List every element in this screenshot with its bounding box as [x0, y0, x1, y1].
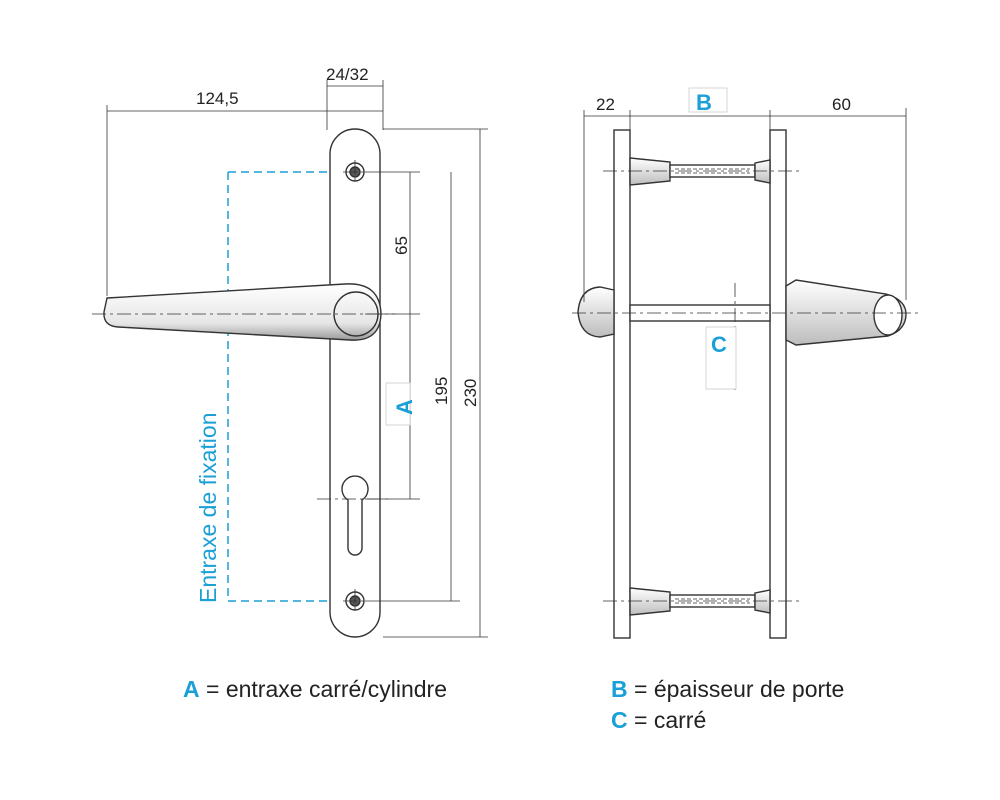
- legend-b-text: = épaisseur de porte: [627, 676, 845, 702]
- legend-a-text: = entraxe carré/cylindre: [199, 676, 447, 702]
- left-rose-knob: [577, 286, 615, 338]
- side-view: [572, 108, 918, 639]
- dim-230-label: 230: [461, 379, 480, 407]
- label-b: B: [696, 90, 712, 115]
- legend-b: B = épaisseur de porte: [611, 676, 844, 703]
- front-view: [92, 80, 488, 638]
- dim-width-label: 124,5: [196, 89, 239, 108]
- dim-22-label: 22: [596, 95, 615, 114]
- dim-65-label: 65: [392, 236, 411, 255]
- cylinder-keyhole: [341, 475, 369, 556]
- label-a: A: [392, 399, 417, 415]
- backplate: [329, 128, 381, 638]
- dim-195-label: 195: [432, 377, 451, 405]
- dim-60-label: 60: [832, 95, 851, 114]
- legend-c: C = carré: [611, 707, 706, 734]
- legend-c-text: = carré: [627, 707, 707, 733]
- top-bolt: [629, 157, 771, 186]
- legend-c-key: C: [611, 707, 628, 733]
- side-backplate-left: [613, 129, 631, 639]
- legend-a: A = entraxe carré/cylindre: [183, 676, 447, 703]
- label-entraxe-fixation: Entraxe de fixation: [195, 412, 221, 603]
- legend-b-key: B: [611, 676, 628, 702]
- label-c: C: [711, 332, 727, 357]
- dim-square-label: 24/32: [326, 65, 369, 84]
- handle-lever: [103, 283, 382, 341]
- bottom-bolt: [629, 587, 771, 616]
- side-backplate-right: [769, 129, 787, 639]
- legend-a-key: A: [183, 676, 200, 702]
